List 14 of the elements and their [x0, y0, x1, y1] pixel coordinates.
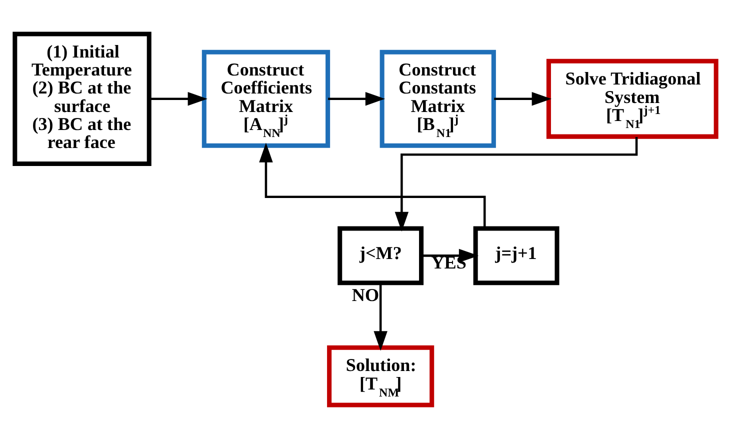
arrow: [149, 92, 208, 106]
node-box: (1) Initial Temperature (2) BC at the surface (3) BC at the rear face: [12, 32, 152, 166]
node-box: j<M?: [338, 226, 424, 286]
node-box: j=j+1: [473, 226, 560, 286]
edge-label: NO: [352, 285, 380, 306]
arrow: [259, 142, 486, 228]
node-box: Solution: [T$_{NM}$]: [327, 345, 434, 408]
arrow: [328, 92, 386, 106]
node-box: Construct Constants Matrix [B$_{N1}$]$^{j}$: [380, 50, 496, 148]
arrow: [494, 92, 552, 106]
node-box: Construct Coefficients Matrix [A$_{NN}$]$^{j}$: [202, 50, 330, 148]
arrow: [374, 283, 388, 351]
arrow: [421, 248, 479, 263]
node-box: Solve Tridiagonal System [T$_{N1}$]$^{j+1}$: [546, 58, 718, 139]
